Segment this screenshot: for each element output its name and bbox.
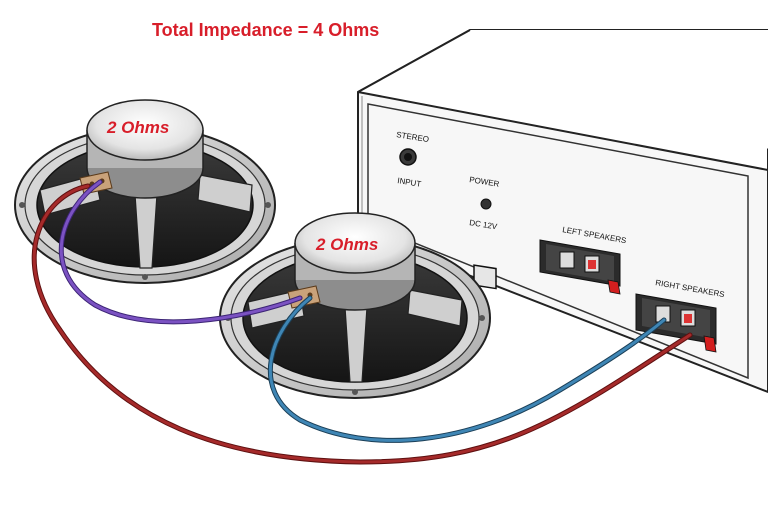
speaker-right-label: 2 Ohms <box>315 235 378 254</box>
mounting-hole <box>479 315 485 321</box>
power-jack[interactable] <box>473 264 497 290</box>
left-speaker-terminal[interactable] <box>539 239 621 295</box>
mounting-hole <box>142 274 148 280</box>
speaker-left: 2 Ohms <box>14 99 276 284</box>
dc-label: DC 12V <box>469 218 499 231</box>
diagram-title: Total Impedance = 4 Ohms <box>152 20 380 40</box>
mounting-hole <box>19 202 25 208</box>
mounting-hole <box>265 202 271 208</box>
input-label: INPUT <box>397 176 422 189</box>
right-speaker-terminal[interactable] <box>635 293 717 353</box>
mounting-hole <box>352 389 358 395</box>
speaker-left-label: 2 Ohms <box>106 118 169 137</box>
amplifier: STEREO INPUT POWER DC 12V LEFT SPEAKERS … <box>357 29 768 393</box>
